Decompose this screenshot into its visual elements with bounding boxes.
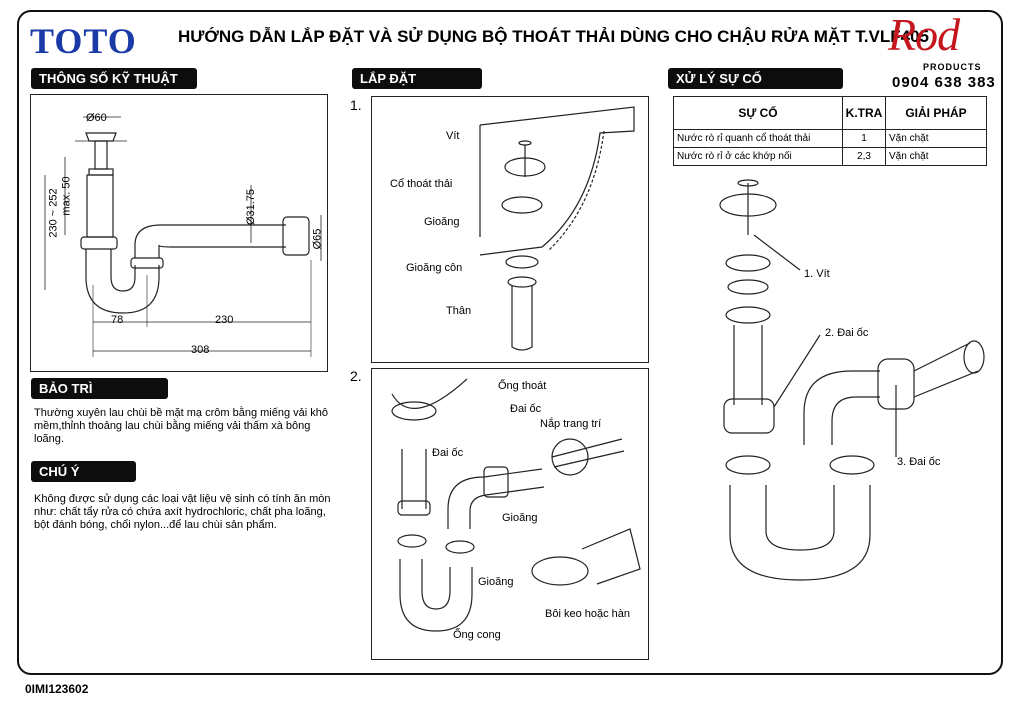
toto-logo: TOTO: [30, 21, 137, 61]
s2-label-ong-cong: Ống cong: [453, 629, 501, 641]
table-cell: 2,3: [842, 147, 886, 166]
troubleshoot-table: SỰ CỐ K.TRA GIẢI PHÁP Nước rò rỉ quanh c…: [673, 96, 987, 166]
maintenance-text: Thường xuyên lau chùi bề mặt mạ crôm bằn…: [34, 407, 329, 445]
s2-label-dai-oc-right: Đai ốc: [510, 403, 542, 415]
table-header-su-co: SỰ CỐ: [673, 96, 843, 130]
dim-max50: max. 50: [60, 176, 73, 216]
dim-78: 78: [111, 314, 124, 326]
install-step-2-number: 2.: [350, 368, 362, 384]
page-frame: [17, 10, 1003, 675]
s1-label-gioang: Gioăng: [424, 216, 460, 228]
s1-label-gioang-con: Gioăng côn: [406, 262, 463, 274]
s2-label-dai-oc-left: Đai ốc: [432, 447, 464, 459]
s2-label-boi-keo: Bôi keo hoặc hàn: [545, 608, 631, 620]
s2-label-ong-thoat: Ống thoát: [498, 380, 547, 392]
trouble-label-vit: 1. Vít: [804, 268, 830, 280]
s2-label-gioang-lower: Gioăng: [478, 576, 514, 588]
troubleshoot-header: XỬ LÝ SỰ CỐ: [668, 68, 843, 89]
brand-subtitle: PRODUCTS: [923, 62, 982, 72]
rod-logo: Rod: [888, 9, 960, 60]
table-cell: 1: [842, 129, 886, 148]
table-cell: Vặn chặt: [885, 147, 987, 166]
trouble-label-dai-oc-3: 3. Đai ốc: [897, 456, 941, 468]
dim-d3175: Ø31.75: [245, 188, 258, 226]
s1-label-than: Thân: [446, 305, 472, 317]
install-step-2-diagram: [391, 378, 641, 632]
note-text: Không được sử dụng các loại vật liệu vệ …: [34, 493, 331, 531]
table-cell: Nước rò rỉ ở các khớp nối: [673, 147, 843, 166]
install-step-1-number: 1.: [350, 97, 362, 113]
dim-d65: Ø65: [311, 228, 324, 250]
s1-label-vit: Vít: [446, 130, 460, 142]
table-cell: Vặn chặt: [885, 129, 987, 148]
dim-d60: Ø60: [86, 112, 107, 124]
trouble-label-dai-oc-2: 2. Đai ốc: [825, 327, 869, 339]
troubleshoot-diagram: [719, 179, 985, 581]
table-row: Nước rò rỉ ở các khớp nối 2,3 Vặn chặt: [673, 147, 987, 166]
brand-phone: 0904 638 383: [892, 74, 996, 91]
s1-label-co-thoat-thai: Cổ thoát thải: [390, 178, 453, 190]
maintenance-header: BẢO TRÌ: [31, 378, 168, 399]
note-header: CHÚ Ý: [31, 461, 136, 482]
document-code: 0IMI123602: [25, 682, 89, 696]
dim-308: 308: [191, 344, 210, 356]
specs-header: THÔNG SỐ KỸ THUẬT: [31, 68, 197, 89]
s2-label-nap-trang-tri: Nắp trang trí: [540, 418, 602, 430]
install-step-2-box: [371, 368, 649, 660]
specs-drawing-box: Ø60 230 ~ 252 max. 50 Ø31.75 Ø65 78 230 …: [30, 94, 328, 372]
install-step-1-diagram: [479, 106, 635, 351]
table-cell: Nước rò rỉ quanh cổ thoát thải: [673, 129, 843, 148]
dim-230-252: 230 ~ 252: [47, 188, 60, 238]
dim-230: 230: [215, 314, 234, 326]
specs-diagram: [44, 116, 322, 357]
table-header-ktra: K.TRA: [842, 96, 886, 130]
table-header-giai-phap: GIẢI PHÁP: [885, 96, 987, 130]
install-header: LẮP ĐẶT: [352, 68, 482, 89]
page-title: HƯỚNG DẪN LẮP ĐẶT VÀ SỬ DỤNG BỘ THOÁT TH…: [178, 27, 929, 46]
s2-label-gioang-upper: Gioăng: [502, 512, 538, 524]
table-row: Nước rò rỉ quanh cổ thoát thải 1 Vặn chặ…: [673, 129, 987, 148]
install-step-1-box: [371, 96, 649, 363]
